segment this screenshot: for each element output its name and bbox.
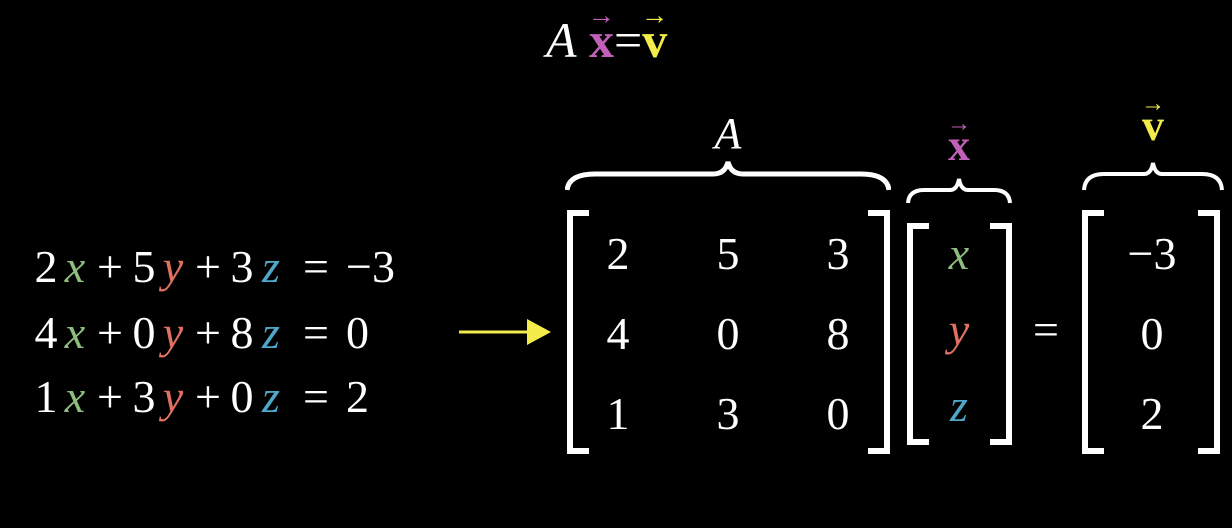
vector-entry: −3 [1127, 228, 1177, 279]
brace-icon [565, 161, 891, 191]
var-y: y [162, 371, 184, 422]
left-bracket [1082, 210, 1104, 454]
coef: 1 [34, 371, 58, 422]
matrix-cell: 5 [716, 228, 740, 279]
matrix-cell: 4 [606, 308, 630, 359]
var-z: z [262, 241, 280, 292]
coef: 3 [132, 371, 156, 422]
vector-entry-y: y [948, 304, 970, 355]
vector-entry-z: z [950, 380, 968, 431]
matrix-cell: 8 [826, 308, 850, 359]
coef: 2 [34, 241, 58, 292]
plus: + [97, 307, 123, 358]
var-x: x [64, 371, 86, 422]
vector-entry: 0 [1140, 308, 1164, 359]
var-z: z [262, 307, 280, 358]
right-arrow-icon [459, 319, 551, 345]
rhs: −3 [346, 241, 395, 292]
right-bracket [1198, 210, 1220, 454]
matrix-cell: 1 [606, 388, 630, 439]
title-matrix-A: A [546, 12, 577, 68]
plus: + [195, 307, 221, 358]
vector-arrow-icon: → [1140, 89, 1166, 117]
title-vector-x-letter: x [589, 12, 615, 68]
var-y: y [162, 241, 184, 292]
coef: 0 [132, 307, 156, 358]
title-equals: = [614, 12, 643, 68]
var-x: x [64, 241, 86, 292]
plus: + [195, 241, 221, 292]
coef: 4 [34, 307, 58, 358]
var-y: y [162, 307, 184, 358]
brace-icon [906, 178, 1012, 204]
equals-sign: = [1033, 304, 1059, 355]
vector-entry-x: x [948, 228, 970, 279]
rhs: 0 [346, 307, 369, 358]
matrix-cell: 2 [606, 228, 630, 279]
vector-v-letter: v [1142, 101, 1164, 150]
right-bracket [868, 210, 890, 454]
plus: + [195, 371, 221, 422]
left-bracket [907, 223, 929, 445]
title-vector-x: x → [588, 1, 616, 70]
matrix-cell: 3 [826, 228, 850, 279]
title-equation: A x → = v → [546, 1, 669, 70]
matrix-cell: 0 [826, 388, 850, 439]
matrix-A-label: A [714, 109, 742, 158]
vector-v-label: v→ [1128, 91, 1178, 152]
vector-arrow-icon: → [641, 0, 669, 30]
vector-x-label: x→ [934, 111, 984, 172]
title-vector-v: v → [641, 1, 669, 70]
var-x: x [64, 307, 86, 358]
equals: = [303, 241, 329, 292]
plus: + [97, 371, 123, 422]
equals: = [303, 371, 329, 422]
vector-arrow-icon: → [946, 109, 972, 137]
plus: + [97, 241, 123, 292]
equals: = [303, 307, 329, 358]
matrix-cell: 3 [716, 388, 740, 439]
left-bracket [567, 210, 589, 454]
brace-icon [1082, 162, 1224, 191]
matrix-cell: 0 [716, 308, 740, 359]
coef: 5 [132, 241, 156, 292]
coef: 3 [230, 241, 254, 292]
vector-x-letter: x [948, 121, 970, 170]
var-z: z [262, 371, 280, 422]
coef: 0 [230, 371, 254, 422]
vector-entry: 2 [1140, 388, 1164, 439]
vector-arrow-icon: → [587, 0, 616, 30]
rhs: 2 [346, 371, 369, 422]
title-vector-v-letter: v [642, 12, 668, 68]
coef: 8 [230, 307, 254, 358]
right-bracket [990, 223, 1012, 445]
